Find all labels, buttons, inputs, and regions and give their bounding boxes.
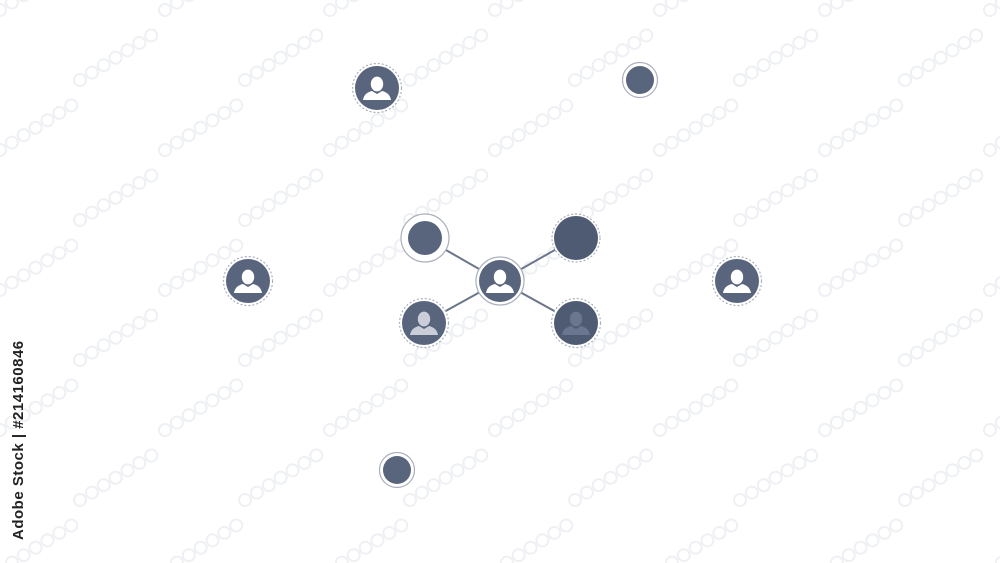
watermark-mark <box>73 168 159 227</box>
watermark-mark <box>898 448 984 507</box>
watermark-mark <box>733 448 819 507</box>
watermark-mark <box>0 378 79 437</box>
watermark-mark <box>983 135 1000 157</box>
watermark-mark <box>238 28 324 87</box>
watermark-mark <box>158 98 244 157</box>
node-bottom-dot <box>378 451 416 489</box>
watermark-mark <box>653 0 691 17</box>
node-hub-lower-right-person <box>550 297 602 349</box>
watermark-mark <box>653 98 739 157</box>
watermark-mark <box>169 518 244 563</box>
watermark-mark <box>994 555 1000 563</box>
watermark-mark <box>238 308 324 367</box>
watermark-mark <box>0 0 31 17</box>
node-hub-person <box>475 256 525 306</box>
watermark-mark <box>323 238 409 297</box>
watermark-mark <box>158 378 244 437</box>
watermark-mark <box>403 448 489 507</box>
watermark-mark <box>818 0 856 17</box>
watermark-mark <box>488 378 574 437</box>
watermark-mark <box>488 98 574 157</box>
watermark-mark <box>983 0 1000 17</box>
watermark-mark <box>568 168 654 227</box>
watermark-mark <box>323 0 361 17</box>
watermark-mark <box>733 168 819 227</box>
node-mid-left-person <box>222 255 274 307</box>
watermark-mark <box>983 415 1000 437</box>
stock-image-id: Adobe Stock | #214160846 <box>10 340 27 540</box>
node-layer <box>222 61 763 489</box>
watermark-mark <box>238 448 324 507</box>
watermark-mark <box>73 448 159 507</box>
watermark-mark <box>323 378 409 437</box>
watermark-mark <box>499 518 574 563</box>
watermark-mark <box>653 378 739 437</box>
watermark-mark <box>818 378 904 437</box>
watermark-mark <box>73 28 159 87</box>
watermark-mark <box>568 308 654 367</box>
watermark-mark <box>898 28 984 87</box>
watermark-mark <box>818 98 904 157</box>
node-top-right-dot <box>621 61 659 99</box>
watermark-mark <box>0 98 79 157</box>
watermark-mark <box>653 238 739 297</box>
watermark-mark <box>158 238 244 297</box>
node-hub-upper-right <box>551 213 601 263</box>
watermark-mark <box>4 518 79 563</box>
node-hub-upper-left <box>400 213 450 263</box>
watermark-mark <box>829 518 904 563</box>
node-top-left-person <box>351 62 403 114</box>
watermark-mark <box>733 28 819 87</box>
watermark-mark <box>983 275 1000 297</box>
watermark-mark <box>73 308 159 367</box>
watermark-mark <box>488 0 526 17</box>
watermark-mark <box>334 518 409 563</box>
watermark-mark <box>568 28 654 87</box>
node-mid-right-person <box>711 255 763 307</box>
watermark-mark <box>898 308 984 367</box>
watermark-mark <box>733 308 819 367</box>
watermark-mark <box>403 28 489 87</box>
watermark-mark <box>898 168 984 227</box>
watermark-mark <box>238 168 324 227</box>
node-hub-lower-left-person <box>398 297 450 349</box>
watermark-mark <box>664 518 739 563</box>
watermark-mark <box>568 448 654 507</box>
watermark-mark <box>0 238 79 297</box>
watermark-mark <box>818 238 904 297</box>
watermark-mark <box>158 0 196 17</box>
